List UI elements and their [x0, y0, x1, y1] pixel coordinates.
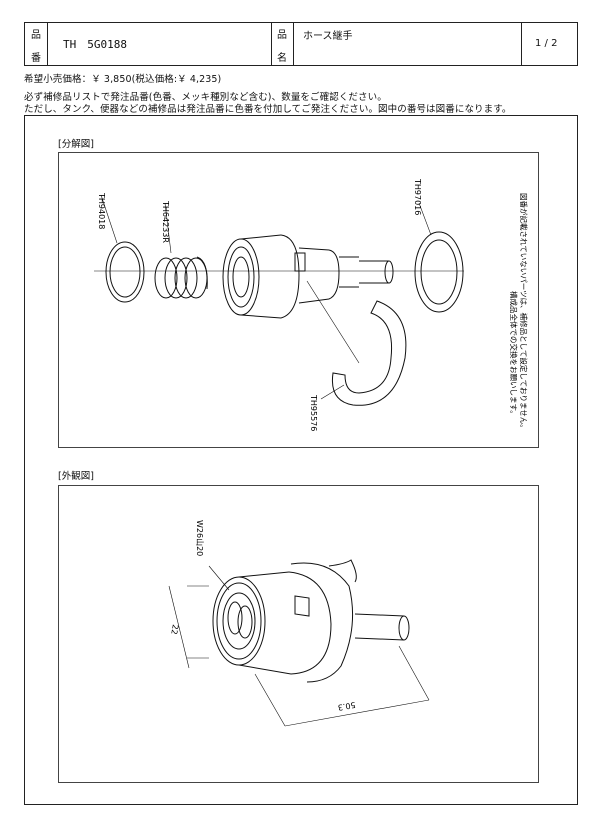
part-label-ring: TH94018 [97, 192, 106, 229]
price-line: 希望小売価格：￥ 3,850(税込価格:￥ 4,235) [24, 74, 222, 85]
drawing-frame [24, 115, 578, 805]
dimension-50-3-label: 50.3 [337, 700, 356, 712]
external-view-label: [外観図] [58, 471, 94, 482]
divider [271, 23, 272, 65]
thread-spec-label: W26山20 [195, 520, 205, 556]
exploded-side-note-2: 構成品全体での交換をお願いします。 [509, 291, 519, 418]
note-line-2: ただし、タンク、便器などの補修品は発注品番に色番を付加してご発注ください。図中の… [24, 104, 512, 115]
external-view-panel: W26山20 22 50.3 [58, 485, 539, 783]
part-label-spring: TH64233R [161, 200, 170, 243]
divider [293, 23, 294, 65]
part-label-clip: TH95576 [309, 394, 318, 431]
part-name-value: ホース継手 [303, 31, 353, 42]
page-number: 1 / 2 [535, 38, 558, 49]
divider [47, 23, 48, 65]
exploded-side-note-1: 図番が記載されていないパーツは、補修品として設定しておりません。 [519, 193, 529, 432]
external-view-drawing: W26山20 22 50.3 [168, 520, 430, 727]
exploded-view-drawing: TH94018 TH64233R TH97016 TH95576 図番が記載され… [94, 178, 529, 432]
part-label-collar: TH97016 [413, 178, 422, 215]
part-name-label-top: 品 [277, 30, 287, 41]
part-number-value: TH 5G0188 [63, 38, 127, 51]
title-block: 品 番 TH 5G0188 品 名 ホース継手 1 / 2 [24, 22, 578, 66]
part-number-label-bottom: 番 [31, 53, 41, 64]
note-line-1: 必ず補修品リストで発注品番(色番、メッキ種別など含む)、数量をご確認ください。 [24, 92, 387, 103]
part-number-label-top: 品 [31, 30, 41, 41]
divider [521, 23, 522, 65]
part-name-label-bottom: 名 [277, 53, 287, 64]
exploded-view-panel: TH94018 TH64233R TH97016 TH95576 図番が記載され… [58, 152, 539, 448]
exploded-view-label: [分解図] [58, 139, 94, 150]
dimension-22-label: 22 [169, 624, 180, 636]
